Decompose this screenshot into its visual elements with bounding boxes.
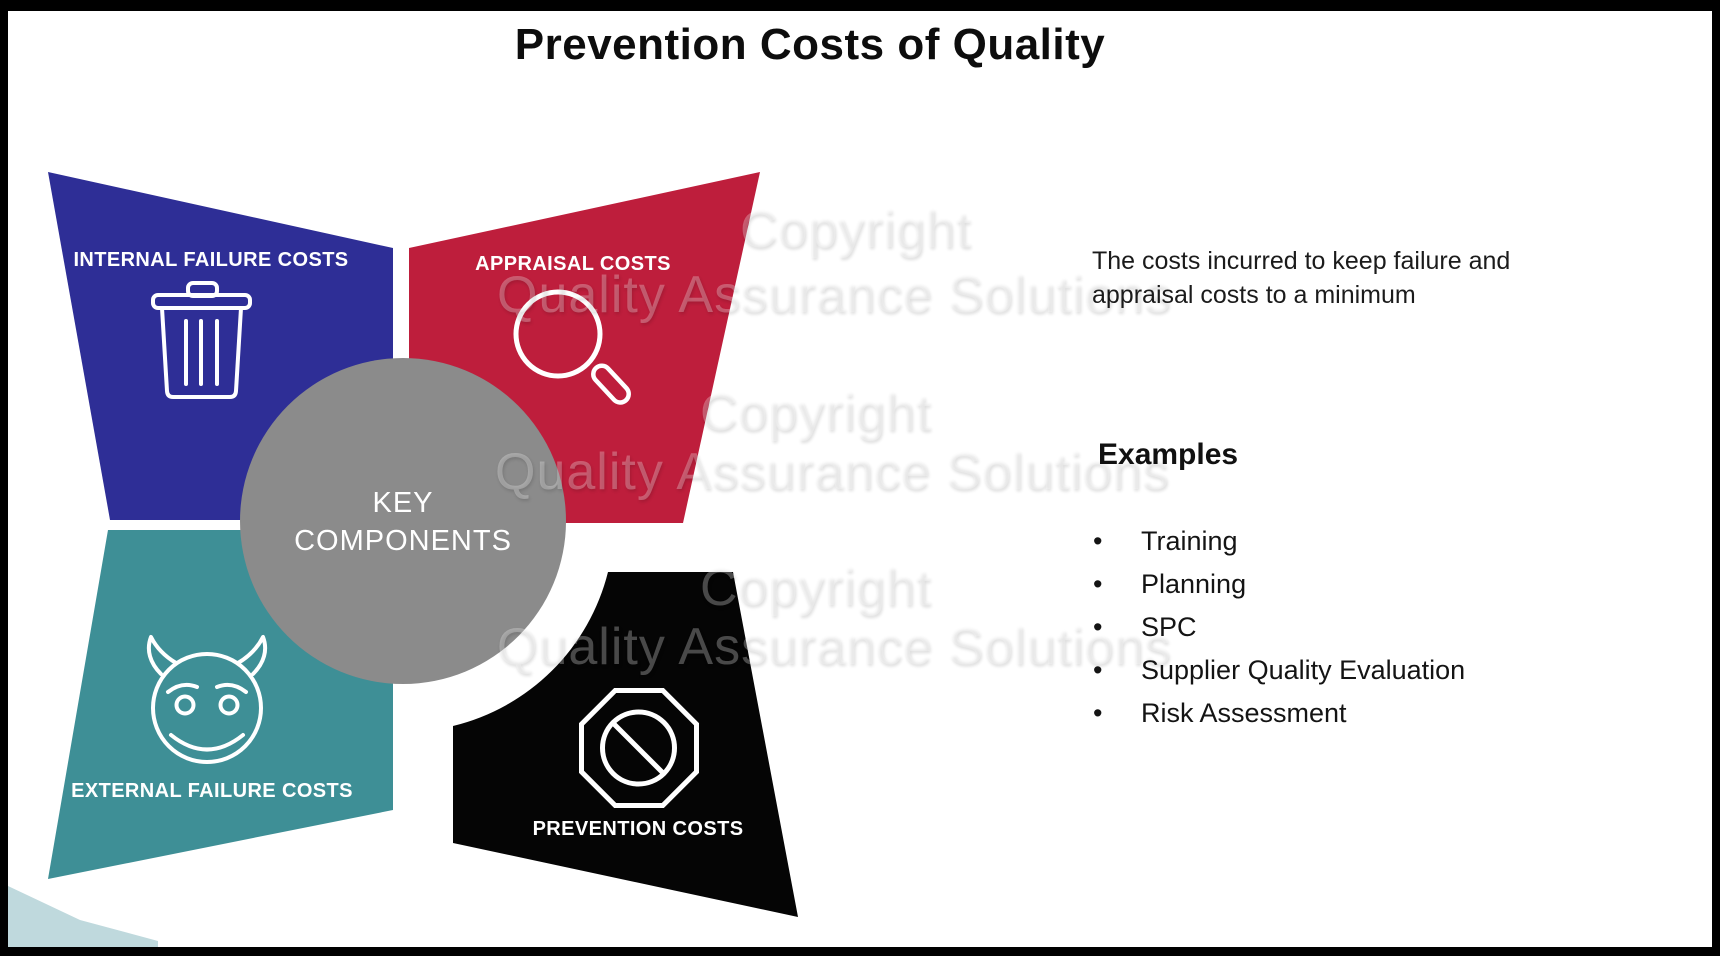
prevention-costs-description: The costs incurred to keep failure and a… <box>1092 247 1511 309</box>
frame-bottom <box>0 947 1720 956</box>
list-item: Risk Assessment <box>1093 692 1465 735</box>
examples-list: Training Planning SPC Supplier Quality E… <box>1093 520 1465 735</box>
list-item: Planning <box>1093 563 1465 606</box>
magnifier-icon <box>513 289 631 405</box>
no-sign-icon <box>579 688 699 808</box>
external-failure-label: EXTERNAL FAILURE COSTS <box>71 780 353 802</box>
key-components-line2: COMPONENTS <box>294 525 512 557</box>
internal-failure-label: INTERNAL FAILURE COSTS <box>73 249 349 271</box>
list-item: Supplier Quality Evaluation <box>1093 649 1465 692</box>
corner-accent-shape <box>8 886 158 947</box>
key-components-label: KEY COMPONENTS <box>253 484 553 560</box>
list-item: Training <box>1093 520 1465 563</box>
list-item: SPC <box>1093 606 1465 649</box>
page-title: Prevention Costs of Quality <box>514 20 1106 69</box>
key-components-line1: KEY <box>372 487 434 519</box>
examples-heading: Examples <box>1098 438 1239 471</box>
frame-left <box>0 0 8 956</box>
prevention-label: PREVENTION COSTS <box>532 818 744 840</box>
trash-icon <box>151 281 252 399</box>
frame-top <box>0 0 1720 11</box>
frame-right <box>1712 0 1720 956</box>
devil-face-icon <box>146 635 268 764</box>
key-components-circle <box>240 358 566 684</box>
appraisal-label: APPRAISAL COSTS <box>475 253 671 275</box>
prevention-quadrant <box>453 572 798 917</box>
